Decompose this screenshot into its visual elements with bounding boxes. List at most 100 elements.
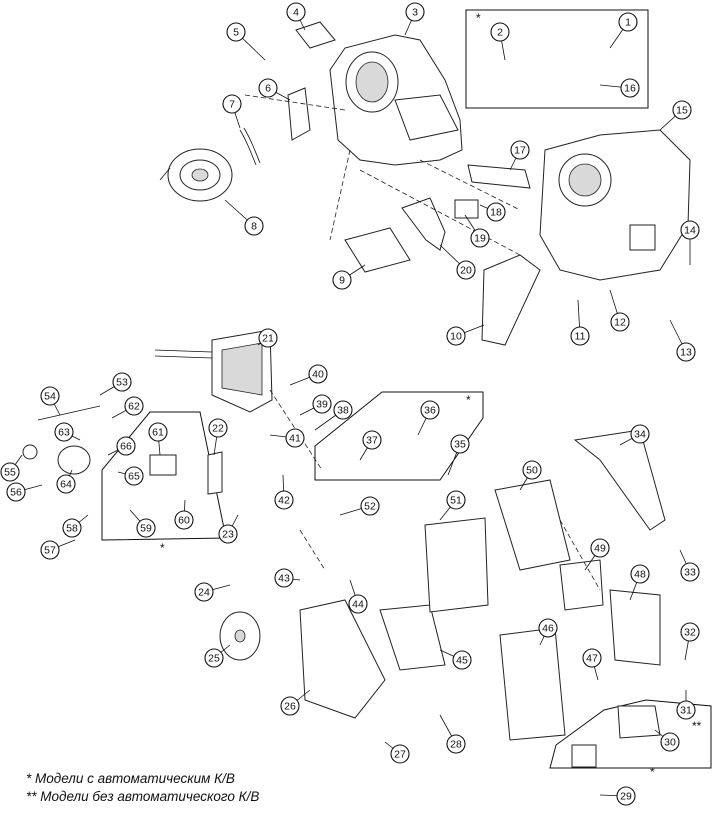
callout-51: 51	[439, 490, 466, 521]
group-mark-4: **	[692, 719, 702, 733]
callout-label-22: 22	[212, 423, 224, 435]
callout-29: 29	[599, 786, 636, 806]
callout-label-56: 56	[10, 487, 22, 499]
callout-circle-40	[308, 364, 328, 384]
callout-circle-6	[258, 78, 278, 98]
callout-50: 50	[519, 460, 542, 491]
callout-label-40: 40	[312, 369, 324, 381]
callout-circle-38	[333, 400, 353, 420]
callout-8: 8	[224, 199, 264, 236]
callout-13: 13	[669, 319, 696, 362]
callout-53: 53	[99, 372, 132, 396]
callout-circle-63	[54, 422, 74, 442]
callout-circle-8	[244, 216, 264, 236]
callout-label-12: 12	[614, 317, 626, 329]
callout-58: 58	[62, 514, 89, 538]
callout-label-50: 50	[526, 465, 538, 477]
callout-circle-34	[630, 424, 650, 444]
callout-label-26: 26	[284, 701, 296, 713]
evaporator-housing-right	[539, 129, 691, 281]
callout-44: 44	[348, 579, 368, 614]
group-mark-2: *	[466, 393, 471, 407]
callout-label-38: 38	[337, 405, 349, 417]
callout-label-36: 36	[424, 405, 436, 417]
callout-12: 12	[609, 289, 630, 332]
callout-33: 33	[679, 549, 700, 582]
callout-label-65: 65	[128, 471, 140, 483]
callout-30: 30	[654, 729, 680, 752]
callout-circle-39	[312, 394, 332, 414]
callout-circle-21	[258, 328, 278, 348]
callout-label-20: 20	[460, 265, 472, 277]
callout-14: 14	[680, 220, 700, 265]
callout-label-49: 49	[594, 543, 606, 555]
group-mark-5: *	[650, 765, 655, 779]
callout-label-43: 43	[278, 573, 290, 585]
callout-61: 61	[148, 422, 168, 456]
callout-circle-15	[672, 100, 692, 120]
callout-circle-62	[124, 396, 144, 416]
callout-3: 3	[404, 2, 425, 36]
callout-37: 37	[359, 430, 382, 461]
callout-label-6: 6	[265, 83, 271, 95]
group-mark-1: *	[476, 11, 481, 25]
callout-label-55: 55	[4, 467, 16, 479]
footnote-manual-ac: ** Модели без автоматического К/В	[26, 789, 260, 804]
callout-circle-18	[486, 202, 506, 222]
callout-circle-14	[680, 220, 700, 240]
group-frame-4	[549, 699, 712, 769]
callout-34: 34	[619, 424, 650, 446]
callout-circle-20	[456, 260, 476, 280]
intake-and-filter-parts	[219, 429, 666, 768]
callout-label-62: 62	[128, 401, 140, 413]
callout-circle-66	[116, 436, 136, 456]
callout-circle-28	[446, 734, 466, 754]
callout-label-4: 4	[293, 7, 299, 19]
callout-42: 42	[274, 474, 294, 510]
callout-39: 39	[299, 394, 332, 416]
callout-46: 46	[538, 618, 558, 646]
callout-label-15: 15	[676, 105, 688, 117]
callout-label-64: 64	[60, 479, 72, 491]
callout-18: 18	[479, 202, 506, 222]
callout-label-5: 5	[233, 27, 239, 39]
heater-core	[154, 329, 273, 413]
callout-label-18: 18	[490, 207, 502, 219]
callout-circle-9	[332, 270, 352, 290]
callout-45: 45	[439, 649, 472, 670]
callout-38: 38	[314, 400, 353, 431]
callout-label-66: 66	[120, 441, 132, 453]
callout-circle-36	[420, 400, 440, 420]
callout-63: 63	[54, 422, 81, 442]
callout-label-58: 58	[66, 523, 78, 535]
callout-circle-23	[218, 524, 238, 544]
callout-label-52: 52	[364, 501, 376, 513]
callout-circle-58	[62, 518, 82, 538]
callout-20: 20	[439, 244, 476, 280]
callout-circle-50	[522, 460, 542, 480]
callout-31: 31	[676, 690, 696, 720]
callout-label-13: 13	[680, 347, 692, 359]
callout-label-47: 47	[586, 653, 598, 665]
callout-26: 26	[280, 689, 311, 716]
callout-circle-10	[446, 326, 466, 346]
callout-11: 11	[570, 299, 590, 346]
callout-23: 23	[218, 514, 239, 544]
footnote-automatic-ac: * Модели с автоматическим К/В	[26, 771, 235, 786]
group-frame-2	[314, 391, 484, 481]
callout-circle-30	[660, 732, 680, 752]
callout-59: 59	[129, 509, 156, 538]
callout-9: 9	[332, 264, 366, 290]
actuator-parts-left	[22, 405, 223, 495]
callout-circle-46	[538, 618, 558, 638]
callout-circle-17	[510, 140, 530, 160]
callout-35: 35	[447, 434, 470, 476]
callout-48: 48	[629, 564, 650, 601]
callout-circle-1	[618, 12, 638, 32]
callout-7: 7	[222, 94, 242, 129]
callout-60: 60	[174, 499, 194, 530]
callout-47: 47	[582, 648, 602, 681]
callout-circle-7	[222, 94, 242, 114]
callout-circle-59	[136, 518, 156, 538]
